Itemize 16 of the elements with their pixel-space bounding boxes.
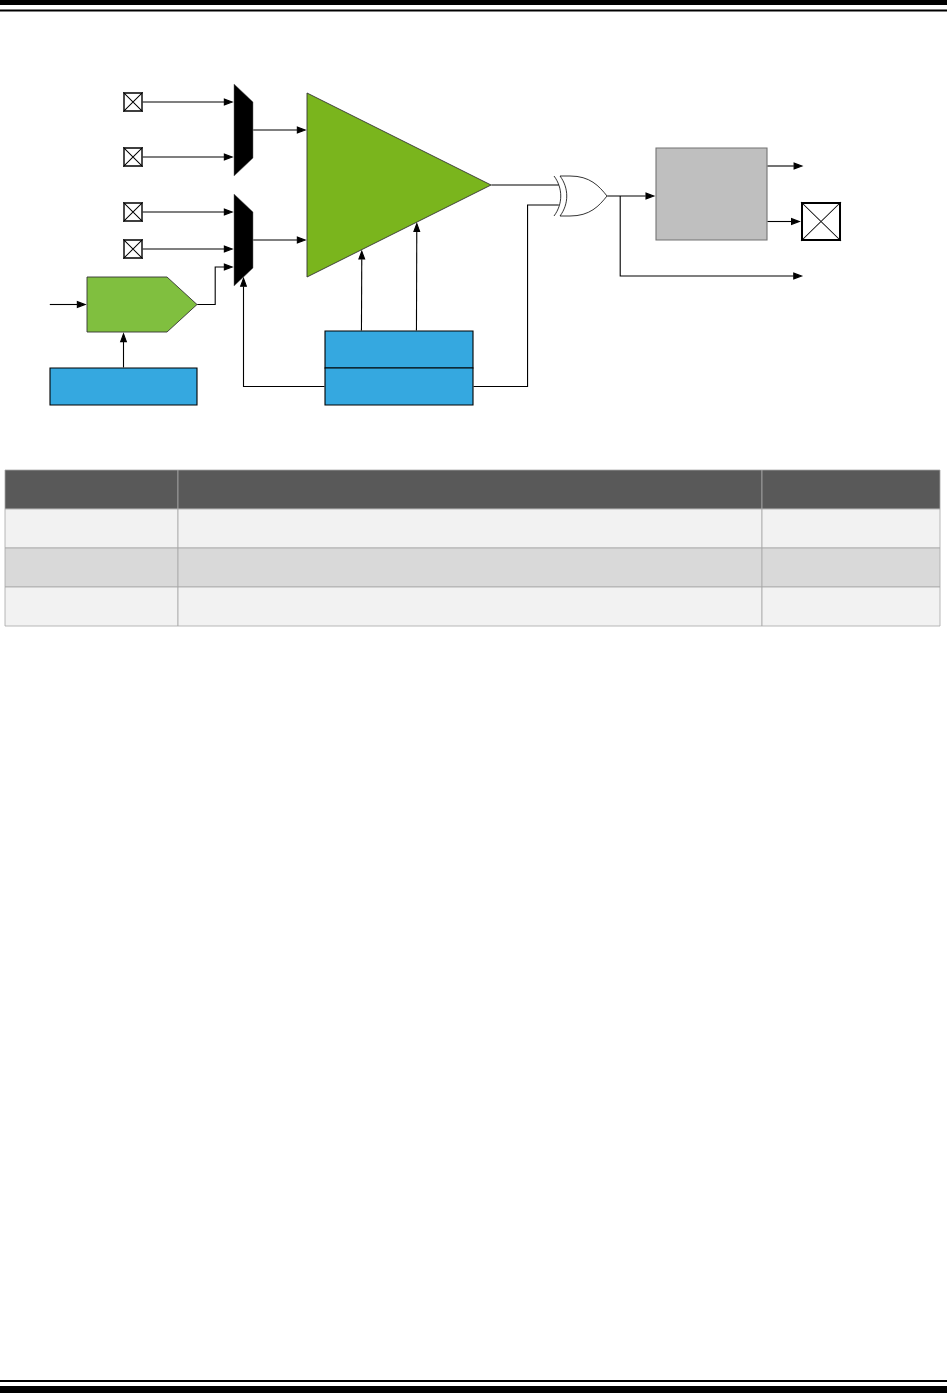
block-box: [655, 147, 768, 241]
pin-symbol: [122, 201, 144, 223]
register-box: [324, 367, 474, 406]
multiplexer-symbol: [233, 193, 254, 287]
pin-symbol: [122, 238, 144, 260]
register-box: [49, 367, 198, 406]
xor-gate: [553, 175, 608, 217]
pin-symbol: [122, 91, 144, 113]
pentagon-block: [86, 276, 198, 333]
connector-line: [490, 184, 560, 186]
comparator-triangle: [306, 92, 492, 278]
pin-symbol: [122, 146, 144, 168]
register-box: [324, 330, 474, 369]
multiplexer-symbol: [233, 83, 254, 177]
pin-symbol: [800, 201, 842, 242]
connector-line: [473, 204, 560, 388]
